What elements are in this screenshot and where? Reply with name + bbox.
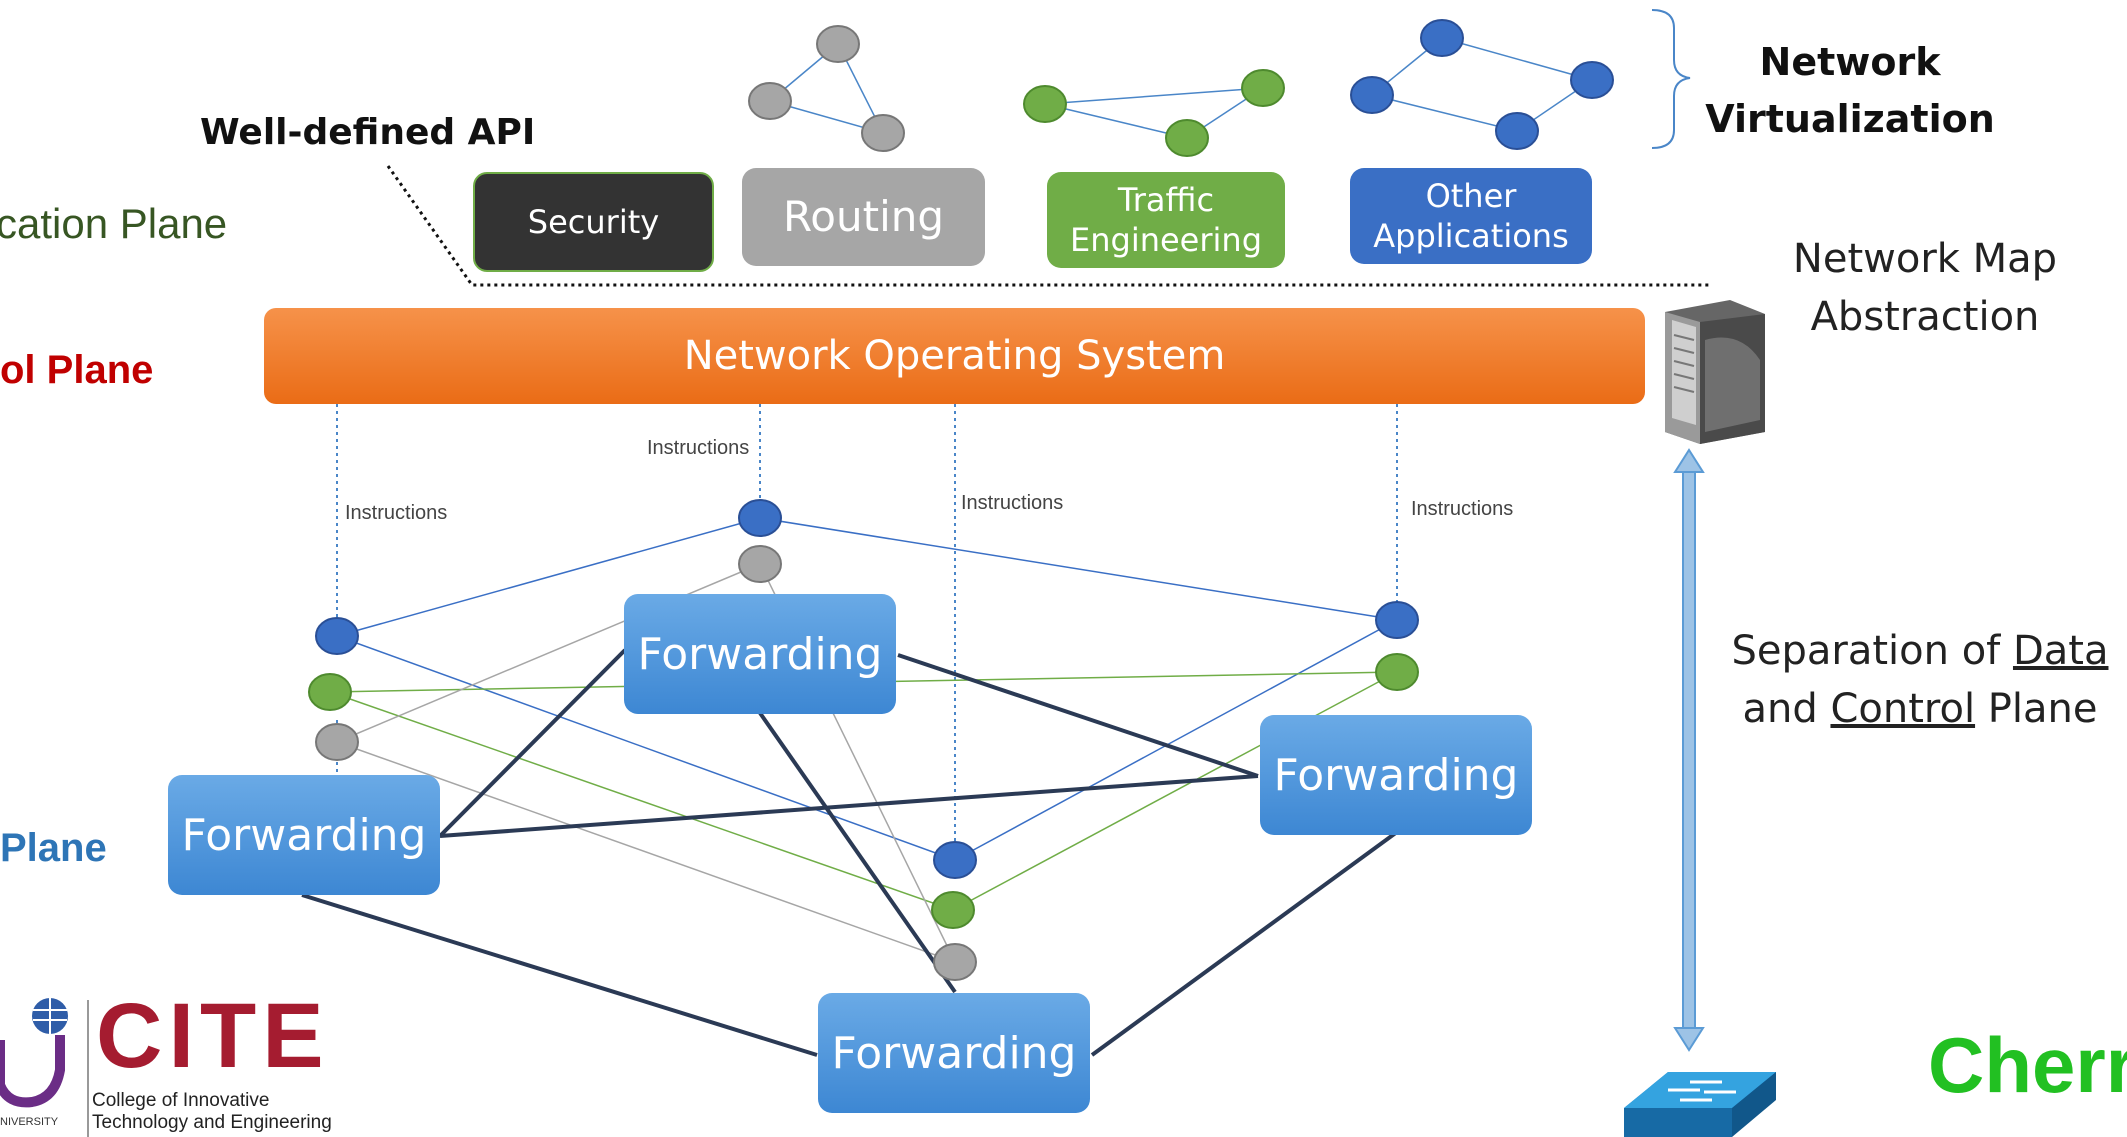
network-operating-system-bar[interactable]: Network Operating System bbox=[264, 308, 1645, 404]
university-logo bbox=[0, 998, 89, 1137]
security-app[interactable]: Security bbox=[473, 172, 714, 272]
application-plane-label: cation Plane bbox=[0, 200, 228, 247]
virtual-net-gray bbox=[748, 25, 905, 152]
instructions-label-3: Instructions bbox=[961, 492, 1064, 514]
forwarding-label: Forwarding bbox=[831, 1027, 1077, 1079]
forwarding-node-left[interactable]: Forwarding bbox=[168, 775, 440, 895]
other-applications-app[interactable]: Other Applications bbox=[1350, 168, 1592, 264]
network-map-abstraction-label: Network Map Abstraction bbox=[1760, 230, 2090, 346]
cite-logo-subtitle: College of Innovative Technology and Eng… bbox=[92, 1090, 332, 1134]
separation-line1: Separation of Data bbox=[1731, 628, 2109, 674]
overlay-nodes bbox=[308, 499, 1419, 981]
university-text: NIVERSITY bbox=[0, 1116, 59, 1128]
separation-arrow bbox=[1673, 448, 1705, 1052]
network-virtualization-label: Network Virtualization bbox=[1700, 34, 2000, 148]
virtual-net-green bbox=[1023, 69, 1285, 157]
api-label: Well-defined API bbox=[200, 112, 536, 153]
virtualization-brace bbox=[1651, 9, 1691, 149]
network-map-line2: Abstraction bbox=[1810, 294, 2040, 340]
traffic-app-line1: Traffic bbox=[1117, 181, 1215, 219]
watermark-text: Cherr bbox=[1928, 1021, 2127, 1109]
data-plane-label: Plane bbox=[0, 826, 107, 870]
control-word: Control bbox=[1830, 686, 1976, 732]
instructions-label-4: Instructions bbox=[1411, 498, 1514, 520]
switch-icon bbox=[1624, 1072, 1776, 1137]
forwarding-label: Forwarding bbox=[637, 628, 883, 680]
cite-subtitle-line1: College of Innovative bbox=[92, 1090, 270, 1111]
forwarding-node-bottom[interactable]: Forwarding bbox=[818, 993, 1090, 1113]
separation-line2: and Control Plane bbox=[1742, 686, 2098, 732]
server-icon bbox=[1665, 300, 1765, 444]
cite-logo-letters: CITE bbox=[96, 985, 330, 1087]
cite-subtitle-line2: Technology and Engineering bbox=[92, 1111, 332, 1133]
network-virtualization-line1: Network bbox=[1759, 40, 1941, 84]
virtual-net-blue bbox=[1350, 19, 1614, 150]
nos-label: Network Operating System bbox=[683, 333, 1226, 379]
security-app-label: Security bbox=[527, 203, 660, 241]
forwarding-node-top[interactable]: Forwarding bbox=[624, 594, 896, 714]
instructions-label-1: Instructions bbox=[345, 502, 448, 524]
forwarding-label: Forwarding bbox=[1273, 749, 1519, 801]
network-map-line1: Network Map bbox=[1792, 236, 2058, 282]
traffic-app-line2: Engineering bbox=[1070, 221, 1262, 259]
separation-label: Separation of Data and Control Plane bbox=[1720, 622, 2120, 738]
routing-app[interactable]: Routing bbox=[742, 168, 985, 266]
other-app-line1: Other bbox=[1425, 177, 1517, 215]
routing-app-label: Routing bbox=[782, 191, 945, 241]
data-word: Data bbox=[2012, 628, 2109, 674]
control-plane-label: ol Plane bbox=[0, 348, 154, 392]
forwarding-node-right[interactable]: Forwarding bbox=[1260, 715, 1532, 835]
instructions-label-2: Instructions bbox=[647, 437, 750, 459]
other-app-line2: Applications bbox=[1373, 217, 1569, 255]
forwarding-label: Forwarding bbox=[181, 809, 427, 861]
network-virtualization-line2: Virtualization bbox=[1705, 97, 1995, 141]
traffic-engineering-app[interactable]: Traffic Engineering bbox=[1047, 172, 1285, 268]
